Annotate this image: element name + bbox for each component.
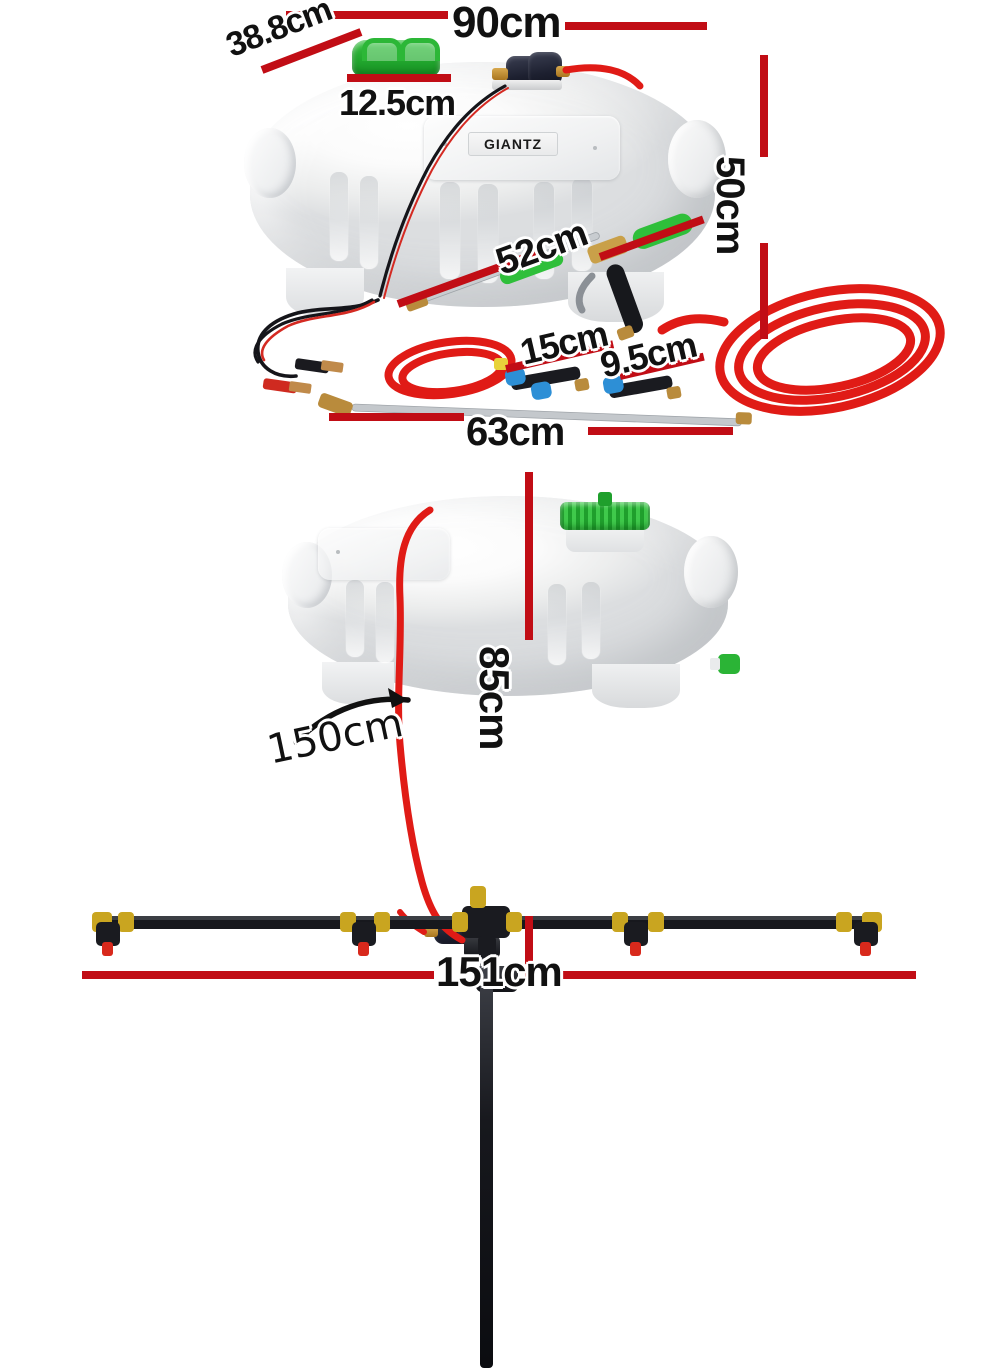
filler-cap-lower	[560, 502, 650, 530]
tank-rib	[478, 184, 498, 282]
measure-bar-63cm-left	[329, 413, 464, 421]
boom-assembly	[92, 886, 882, 958]
tank-saddle-right	[668, 120, 726, 198]
dimension-label-50cm: 50cm	[708, 156, 752, 255]
battery-cable-black	[256, 298, 380, 378]
measure-bar-50cm-bottom	[760, 243, 768, 339]
boom-collar	[836, 912, 852, 932]
pump-fitting-lower	[424, 926, 438, 937]
gun-handle	[606, 264, 644, 334]
dimension-label-12-5cm: 12.5cm	[339, 82, 456, 123]
tank-rib	[582, 582, 600, 658]
tank-saddle-left	[244, 128, 296, 198]
red-hose-tail	[657, 314, 729, 335]
pump-power-wire	[378, 84, 507, 298]
badge-screw-lower	[336, 550, 340, 554]
boom-collar	[452, 912, 468, 932]
pump-inlet-fitting	[492, 68, 508, 80]
pump-power-wire-red	[383, 87, 509, 299]
boom-collar	[374, 912, 390, 932]
boom-nozzle	[352, 922, 376, 956]
boom-nozzle-end-right	[854, 922, 878, 956]
measure-bar-90cm-left	[286, 11, 448, 19]
boom-collar	[648, 912, 664, 932]
boom-collar	[118, 912, 134, 932]
tank-badge-plate-lower	[318, 528, 450, 580]
filler-cap-handle	[362, 38, 402, 61]
measure-bar-50cm-top	[760, 55, 768, 157]
tank-rib	[440, 182, 460, 278]
measure-bar-85cm-top	[525, 472, 533, 640]
boom-collar-top	[470, 886, 486, 908]
badge-screw-left	[443, 142, 447, 146]
hose-fitting-yellow	[494, 358, 508, 370]
tank-foot-left-lower	[322, 662, 394, 704]
extension-lance	[317, 393, 752, 427]
gun-trigger	[575, 272, 596, 314]
callout-arrow-head	[388, 688, 408, 708]
boom-nozzle	[624, 922, 648, 956]
tank-rib	[376, 582, 394, 662]
nozzle-assembly-short	[602, 375, 682, 400]
top-view-artwork	[253, 64, 945, 427]
dimension-label-63cm: 63cm	[466, 410, 565, 454]
filler-cap-vent	[598, 492, 612, 506]
boom-collar	[506, 912, 522, 932]
tank-saddle-right-lower	[684, 536, 738, 608]
measure-bar-151cm-right	[556, 971, 916, 979]
measure-bar-151cm-left	[82, 971, 434, 979]
pump-mount-bracket	[492, 80, 562, 90]
tank-rib	[548, 584, 566, 664]
battery-cable-black-2	[253, 298, 374, 364]
red-hose-coil-large	[715, 284, 945, 416]
tank-foot-right-lower	[592, 664, 680, 708]
lance-elbow-brass	[317, 393, 353, 417]
red-hose-coil-large-2	[734, 299, 930, 405]
measure-bar-90cm-right	[565, 22, 707, 30]
red-hose-coil-large-3	[752, 313, 916, 395]
measure-bar-63cm-right	[588, 427, 733, 435]
battery-clamp-black	[294, 358, 344, 374]
wand-grip-green	[499, 251, 564, 285]
filler-neck-lower	[566, 526, 644, 552]
dimension-label-151cm: 151cm	[436, 948, 563, 995]
tank-rib	[346, 580, 364, 656]
drain-valve-green	[710, 654, 740, 674]
supply-hose	[395, 506, 466, 944]
measure-bar-85cm-bottom	[525, 916, 533, 982]
tank-rib	[330, 172, 348, 260]
measure-bar-12-5cm	[347, 74, 451, 82]
filler-cap-handle	[400, 38, 440, 61]
top-view: GIANTZ	[0, 0, 1000, 454]
lance-tip-brass	[735, 412, 752, 425]
bottom-view-artwork	[92, 506, 882, 958]
dimension-label-85cm: 85cm	[471, 646, 518, 750]
battery-cable-red	[260, 300, 376, 362]
battery-clamp-red	[262, 378, 312, 394]
bottom-view: 85cm 150cm 151cm	[0, 450, 1000, 1368]
nozzle-assembly-long	[504, 366, 590, 400]
boom-tee-centre	[462, 906, 510, 938]
badge-screw-right	[593, 146, 597, 150]
dimension-label-90cm: 90cm	[452, 0, 562, 47]
boom-nozzle-end-left	[96, 922, 120, 956]
brand-logo: GIANTZ	[468, 132, 558, 156]
tank-rib	[360, 176, 378, 268]
gun-inlet-brass	[616, 325, 635, 341]
pump-outlet-hose	[562, 64, 644, 90]
